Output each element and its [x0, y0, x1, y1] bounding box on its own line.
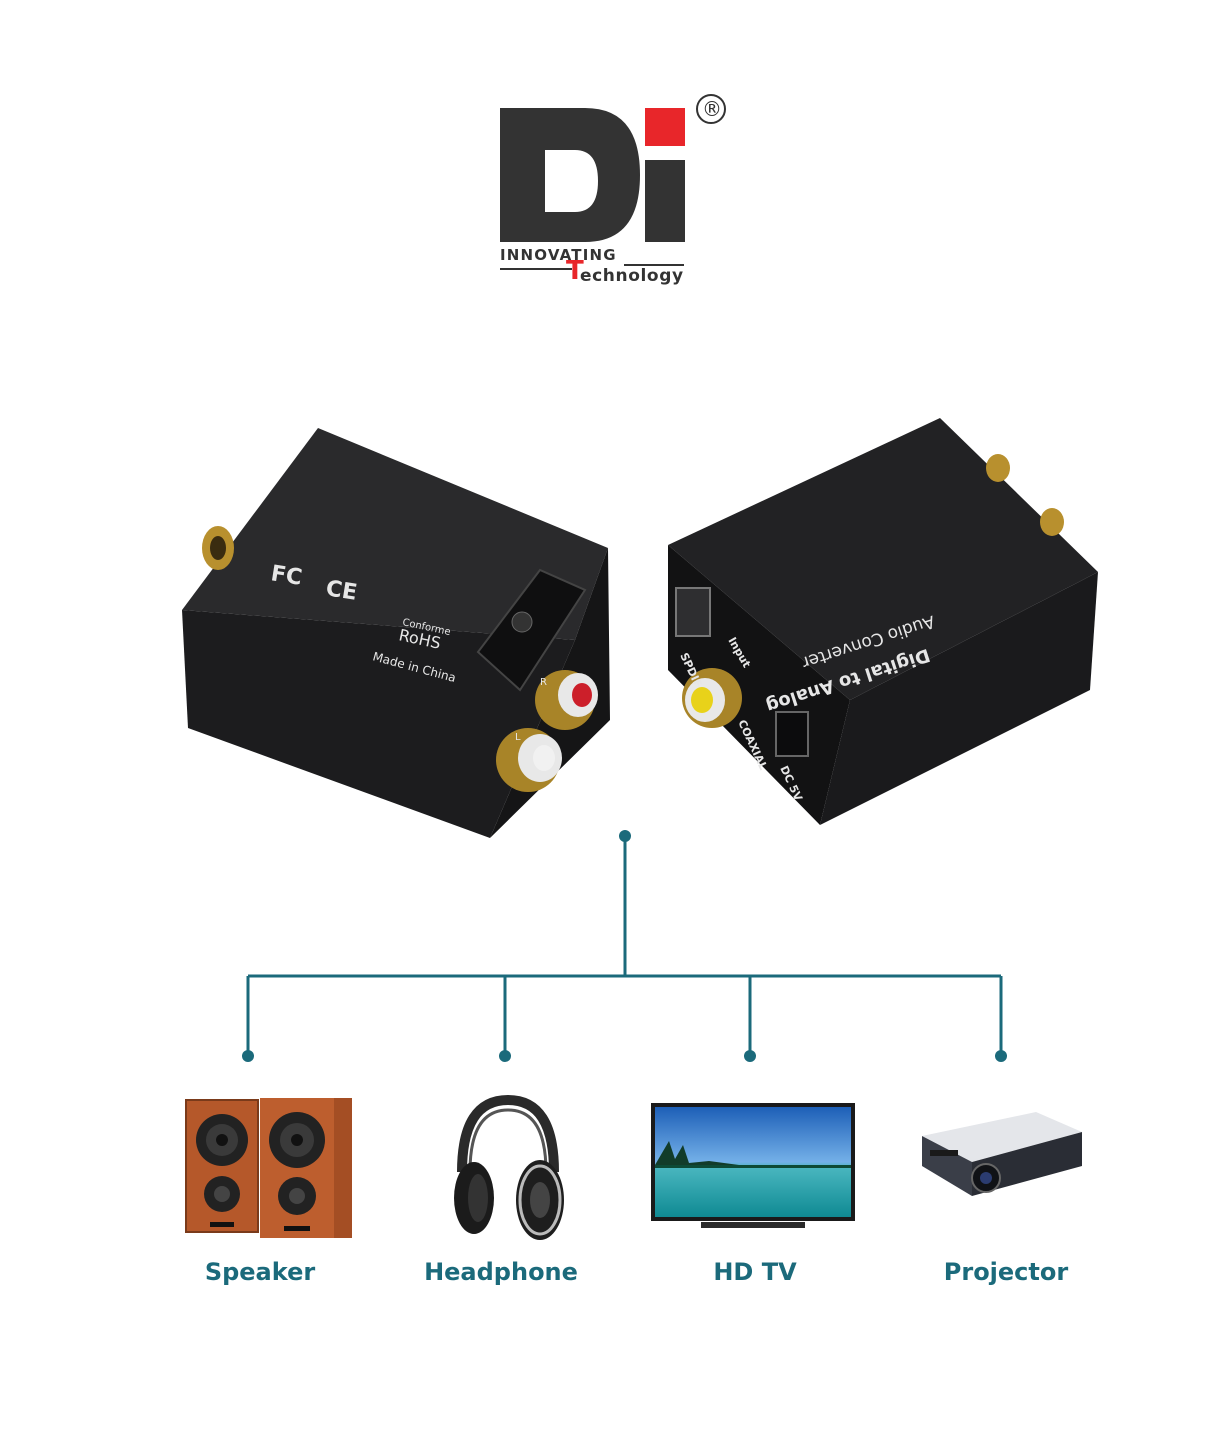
device-label-projector: Projector [943, 1258, 1069, 1286]
converter-illustration: FC CE Conforme RoHS Made in China R L [182, 418, 1098, 838]
registered-mark: ® [702, 97, 722, 121]
connector-dot-tv [744, 1050, 756, 1062]
connector-dot-headphone [499, 1050, 511, 1062]
connector-dot-source [619, 830, 631, 842]
projector-icon [922, 1112, 1082, 1196]
brand-logo [500, 94, 726, 242]
speaker-icon [185, 1098, 352, 1238]
marking-ce: CE [324, 576, 359, 606]
headphone-icon [454, 1094, 564, 1240]
port-label-l: L [515, 732, 521, 743]
port-label-r: R [540, 677, 547, 688]
logo-tagline-bottom: echnology [580, 266, 684, 286]
device-label-headphone: Headphone [424, 1258, 578, 1286]
marking-fc: FC [269, 561, 304, 591]
device-label-speaker: Speaker [204, 1258, 316, 1286]
converter-right: Digital to Analog Audio Converter Input … [668, 418, 1098, 825]
device-label-hdtv: HD TV [713, 1258, 797, 1286]
connector-dot-speaker [242, 1050, 254, 1062]
converter-left: FC CE Conforme RoHS Made in China R L [182, 428, 610, 838]
connector-dot-projector [995, 1050, 1007, 1062]
logo-tagline-top: INNOVATING [500, 246, 617, 264]
logo-underline [624, 264, 684, 266]
logo-tagline-T: T [566, 256, 584, 286]
logo-underline-left [500, 268, 572, 270]
tv-icon [651, 1103, 855, 1228]
